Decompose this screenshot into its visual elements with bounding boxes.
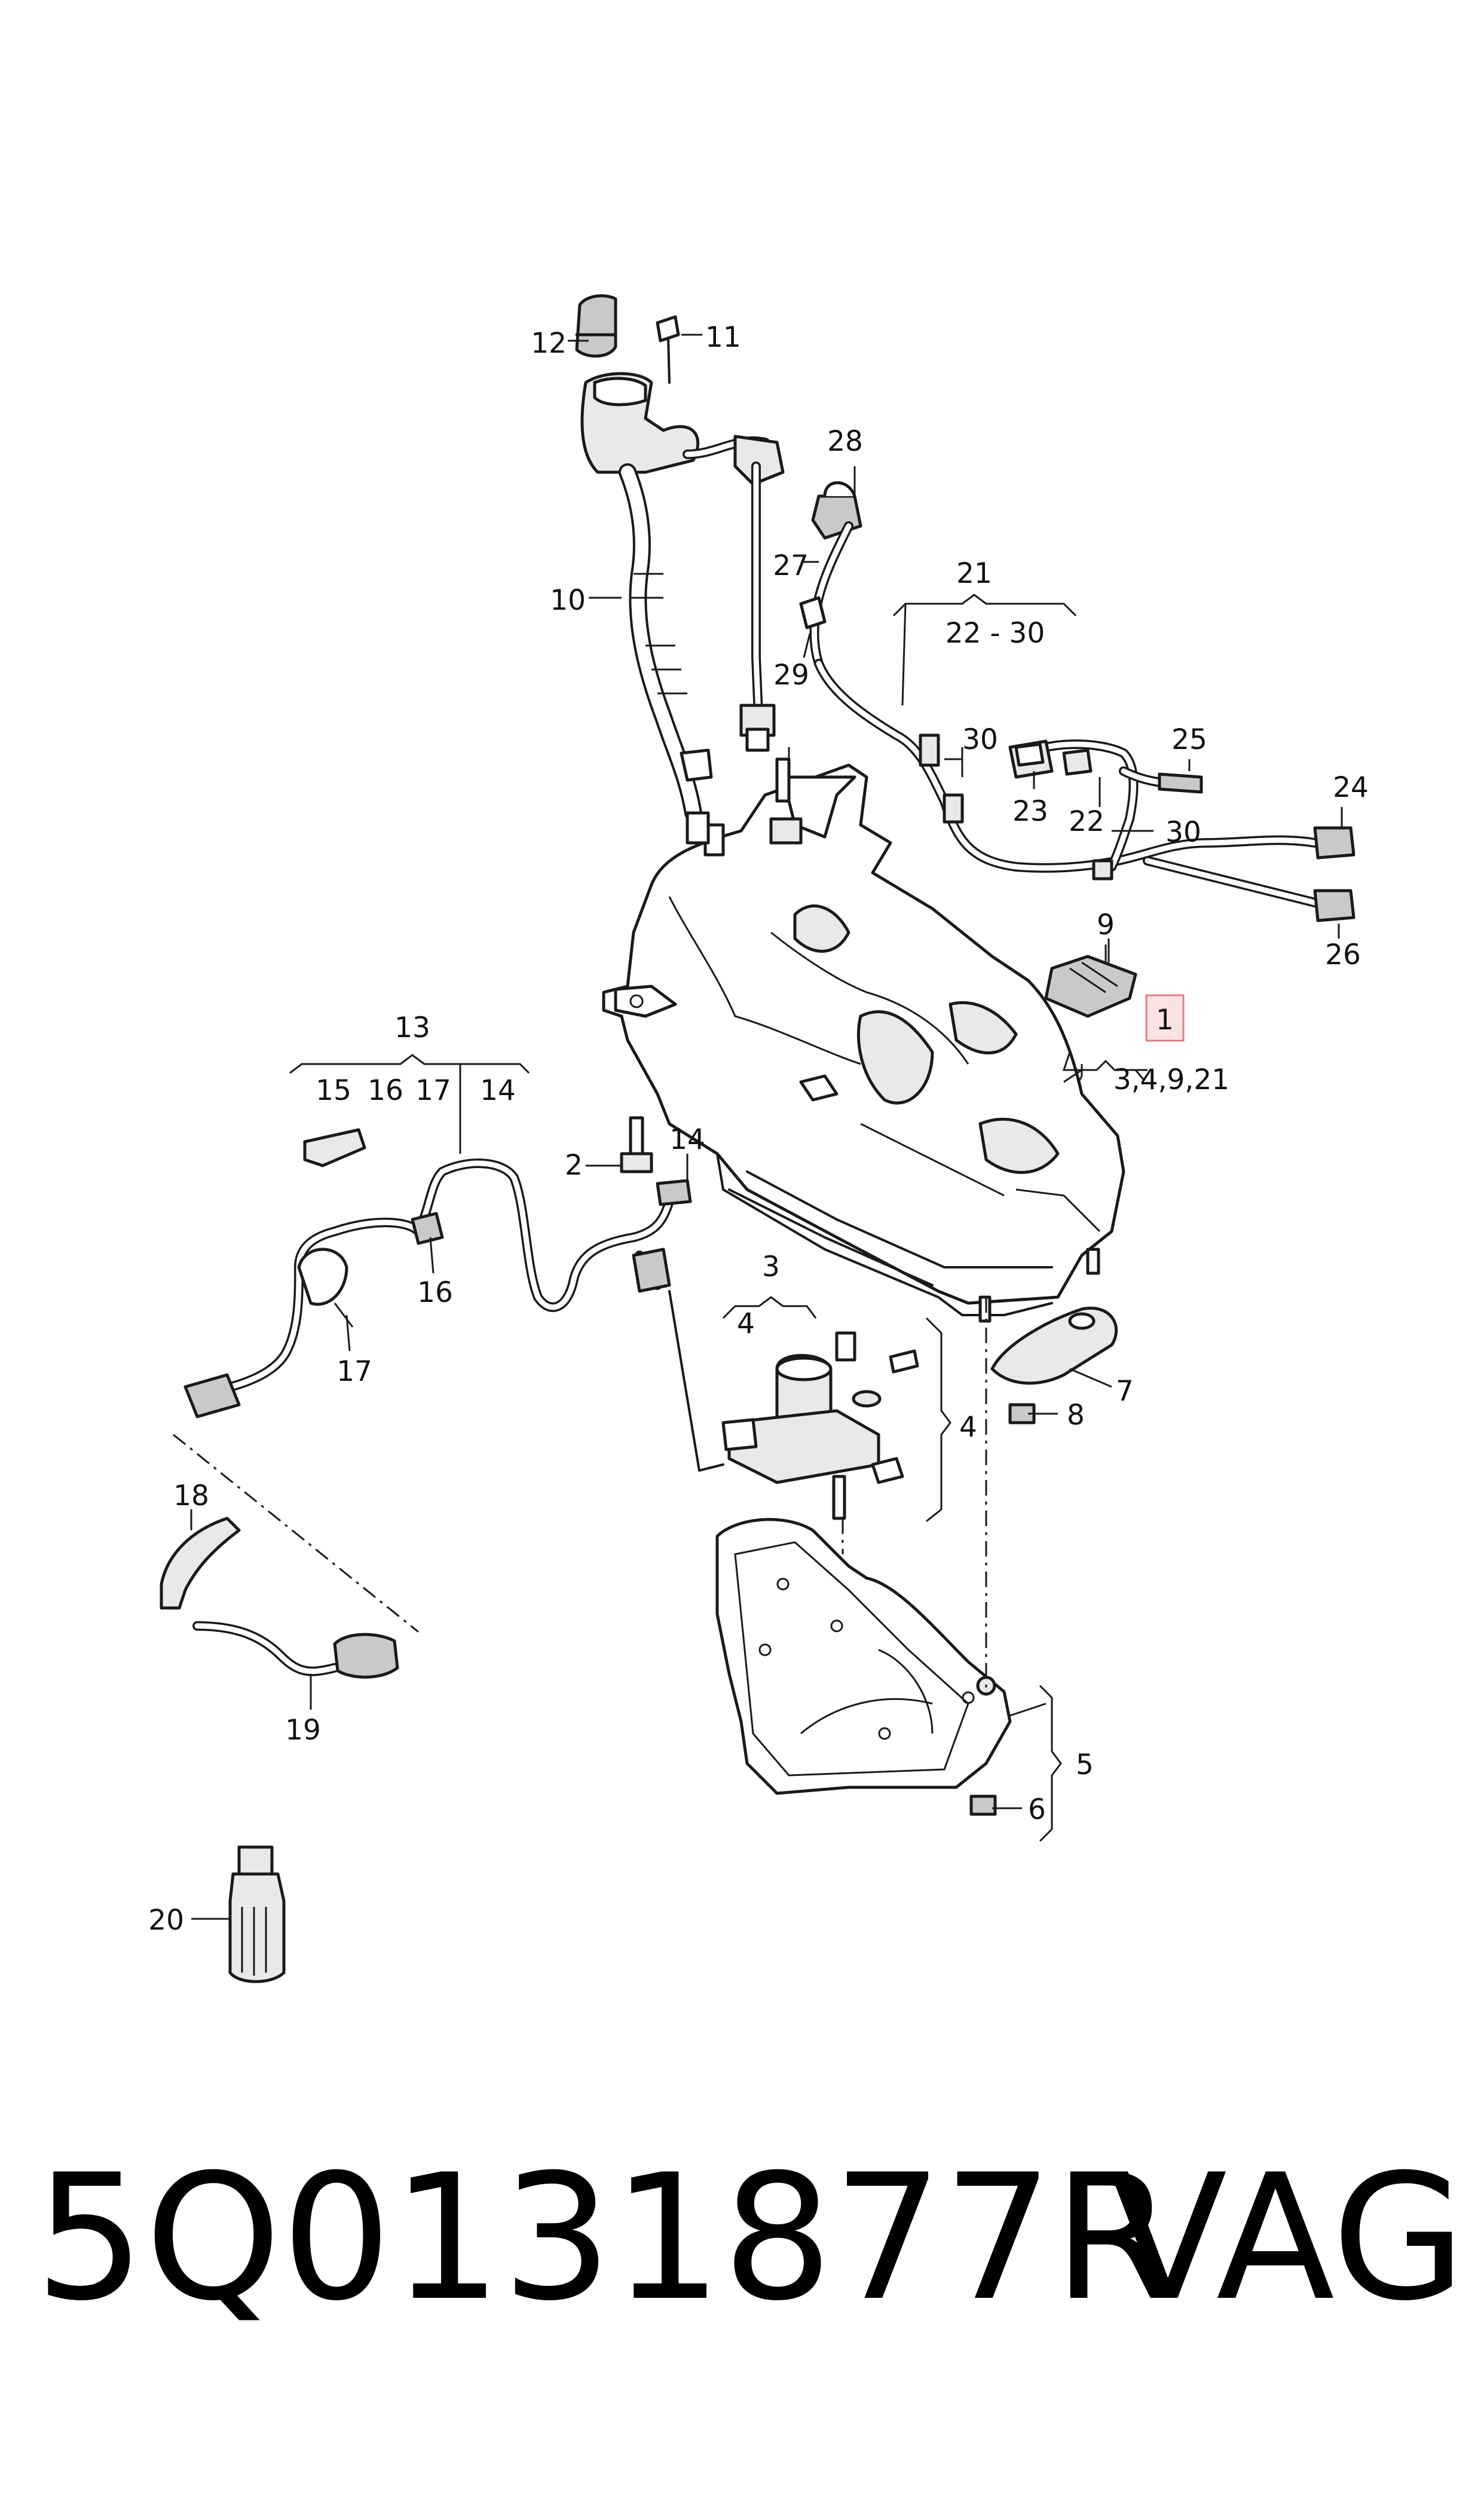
callout-21-range: 22 - 30 xyxy=(946,617,1045,650)
callout-labels: 12 11 28 27 21 22 - 30 10 29 30 25 24 23… xyxy=(148,321,1369,1937)
callout-1: 1 xyxy=(1156,1004,1174,1037)
callout-30-upper: 30 xyxy=(962,723,998,756)
wiring-harness xyxy=(799,481,1356,922)
callout-13-17: 17 xyxy=(415,1074,451,1107)
callout-5: 5 xyxy=(1076,1748,1094,1781)
callout-4-left: 4 xyxy=(737,1307,755,1340)
part-2-bolt xyxy=(620,1116,653,1173)
part-18-bracket xyxy=(160,1517,241,1610)
callout-6: 6 xyxy=(1028,1793,1046,1826)
callout-20: 20 xyxy=(148,1904,184,1937)
callout-4-right: 4 xyxy=(959,1411,977,1444)
callout-1-highlight xyxy=(1145,994,1185,1042)
callout-7: 7 xyxy=(1116,1375,1134,1408)
part-19-sensor xyxy=(192,1621,399,1679)
callout-2: 2 xyxy=(565,1149,583,1182)
callout-13-16: 16 xyxy=(368,1074,403,1107)
filler-assembly xyxy=(575,294,785,845)
callout-3: 3 xyxy=(762,1251,780,1283)
callout-1-sub: 3,4,9,21 xyxy=(1113,1063,1229,1096)
part-5-cover xyxy=(715,1518,1012,1795)
callout-9: 9 xyxy=(1097,909,1115,941)
callout-13-15: 15 xyxy=(316,1074,351,1107)
callout-27: 27 xyxy=(773,549,809,582)
callout-26: 26 xyxy=(1325,938,1361,971)
part-number: 5Q0131877R xyxy=(35,2138,1174,2339)
callout-17: 17 xyxy=(336,1355,372,1388)
callout-12: 12 xyxy=(531,327,567,360)
callout-30-lower: 30 xyxy=(1165,816,1201,849)
callout-10: 10 xyxy=(550,584,586,617)
callout-28: 28 xyxy=(827,425,863,458)
part-20-bottle xyxy=(228,1845,286,1983)
callout-25: 25 xyxy=(1171,723,1207,756)
leader-lines xyxy=(190,334,1343,1920)
sensor-harness xyxy=(183,1128,724,1472)
callout-13: 13 xyxy=(394,1011,430,1044)
callout-11: 11 xyxy=(705,321,741,354)
callout-13-14: 14 xyxy=(480,1074,516,1107)
part-15-clip xyxy=(303,1128,366,1167)
part-6-nut xyxy=(969,1794,997,1816)
callout-8: 8 xyxy=(1067,1399,1085,1432)
callout-16: 16 xyxy=(417,1276,453,1309)
callout-22: 22 xyxy=(1069,805,1104,838)
filler-cap xyxy=(575,294,617,358)
callout-29: 29 xyxy=(773,659,809,692)
callout-24: 24 xyxy=(1333,771,1369,804)
callout-23: 23 xyxy=(1012,795,1048,828)
part-7-bracket xyxy=(990,1307,1118,1385)
part-3-pump xyxy=(721,1331,919,1520)
callout-21: 21 xyxy=(956,557,992,590)
brand-name: VAG xyxy=(1109,2138,1466,2339)
callout-18: 18 xyxy=(173,1479,209,1512)
callout-14: 14 xyxy=(669,1123,705,1156)
part-9-connector xyxy=(1044,955,1137,1018)
bolt xyxy=(656,315,680,343)
adblue-tank xyxy=(602,747,1125,1323)
callout-19: 19 xyxy=(285,1714,321,1747)
part-8-nut xyxy=(1008,1403,1036,1424)
